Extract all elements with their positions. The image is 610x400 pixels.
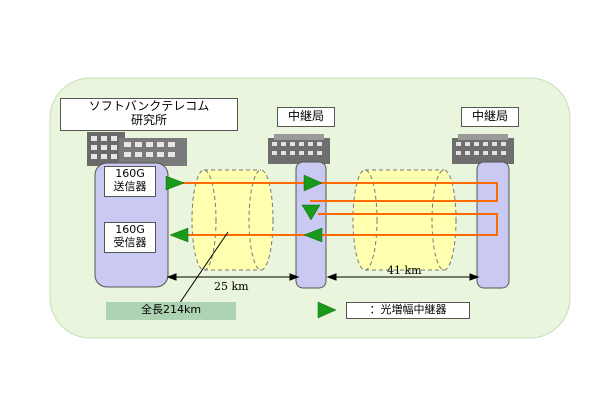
legend-amplifier-label: ：光増幅中継器 xyxy=(346,302,470,319)
lab-name-label: ソフトバンクテレコム 研究所 xyxy=(60,98,238,131)
transmitter-line2: 送信器 xyxy=(113,179,147,193)
transmitter-line1: 160G xyxy=(115,167,145,180)
lab-name-line2: 研究所 xyxy=(130,112,167,127)
amplifier-icon xyxy=(169,227,189,243)
receiver-box: 160G 受信器 xyxy=(104,222,156,253)
fiber-path-loop xyxy=(180,213,498,236)
total-length-label: 全長214km xyxy=(140,303,202,316)
total-length-pointer xyxy=(176,231,229,308)
span-2-length: 41 km xyxy=(387,264,422,277)
amplifier-icon xyxy=(303,227,323,243)
relay-station-2-building-icon xyxy=(452,134,514,164)
relay-station-1-building-icon xyxy=(268,134,330,164)
receiver-line1: 160G xyxy=(115,223,145,236)
relay-station-2-label: 中継局 xyxy=(461,107,519,127)
span-1-length: 25 km xyxy=(214,280,249,293)
relay-station-1-tower xyxy=(295,161,327,289)
relay-station-1-label: 中継局 xyxy=(277,107,335,127)
amplifier-icon xyxy=(303,174,323,192)
relay-station-2-tower xyxy=(476,161,510,289)
amplifier-icon xyxy=(301,204,321,221)
lab-name-line1: ソフトバンクテレコム xyxy=(88,99,210,113)
fiber-coil-1 xyxy=(191,169,274,271)
receiver-line2: 受信器 xyxy=(113,235,147,249)
lab-building-icon xyxy=(87,132,187,166)
fiber-path-outbound xyxy=(180,182,498,202)
total-length-box xyxy=(106,302,236,320)
amplifier-icon xyxy=(165,175,185,191)
fiber-coil-2 xyxy=(352,169,457,271)
legend-amplifier-icon xyxy=(317,301,337,319)
transmitter-box: 160G 送信器 xyxy=(104,166,156,197)
